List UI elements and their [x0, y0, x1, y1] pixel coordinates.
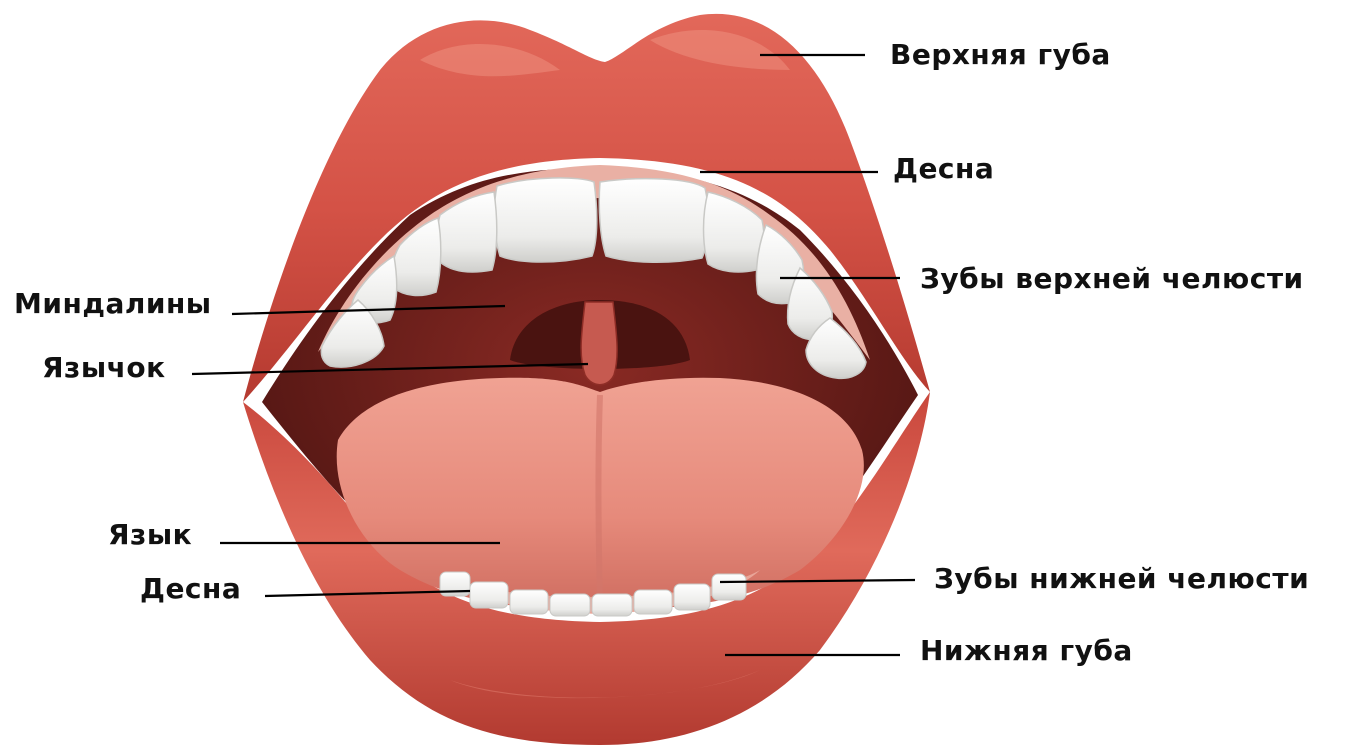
- label-upper-gum: Десна: [893, 152, 994, 185]
- tooth: [550, 594, 590, 616]
- label-tongue: Язык: [108, 518, 192, 551]
- label-uvula: Язычок: [42, 351, 166, 384]
- tooth: [494, 178, 596, 262]
- label-lower-teeth: Зубы нижней челюсти: [934, 562, 1309, 595]
- tooth: [674, 584, 710, 610]
- tooth: [634, 590, 672, 614]
- label-upper-lip: Верхняя губа: [890, 38, 1111, 71]
- tooth: [592, 594, 632, 616]
- tooth: [599, 179, 708, 263]
- label-tonsils: Миндалины: [14, 287, 212, 320]
- label-upper-teeth: Зубы верхней челюсти: [920, 262, 1304, 295]
- tongue: [337, 378, 864, 610]
- tooth: [712, 574, 746, 600]
- label-lower-gum: Десна: [140, 572, 241, 605]
- uvula-shape: [581, 302, 617, 385]
- tooth: [510, 590, 548, 614]
- tongue-midline: [599, 395, 601, 600]
- tooth: [470, 582, 508, 608]
- label-lower-lip: Нижняя губа: [920, 634, 1133, 667]
